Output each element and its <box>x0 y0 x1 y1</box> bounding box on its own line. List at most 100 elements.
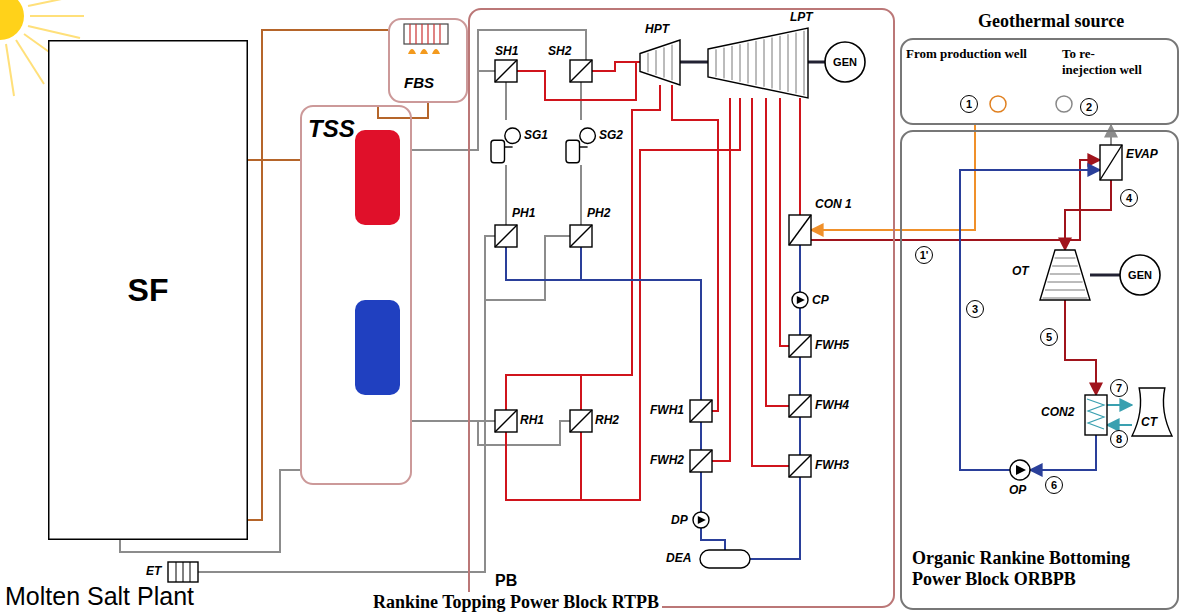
well-label: From production well <box>906 46 1027 62</box>
component-label: DP <box>671 513 688 527</box>
state-number: 8 <box>1110 430 1128 448</box>
thermal-storage: TSS <box>300 105 412 485</box>
pipe <box>799 98 801 215</box>
preheater-outline <box>570 225 592 247</box>
exchanger-diagonal <box>570 60 592 82</box>
panel-outline <box>389 19 467 102</box>
exchanger-diagonal <box>570 410 592 432</box>
superheater: SH2 <box>570 60 592 82</box>
pipe <box>592 62 640 71</box>
exchanger-body <box>690 450 712 472</box>
pipe <box>412 421 570 445</box>
evaporator: EVAP <box>1100 145 1122 180</box>
exchanger-diagonal <box>690 450 712 472</box>
turbine-blade <box>732 46 733 80</box>
generator: GEN <box>825 42 865 82</box>
exchanger-body <box>570 410 592 432</box>
pipe <box>799 417 801 455</box>
feedwater-heater-outline <box>789 335 811 357</box>
exchanger-diagonal <box>789 455 811 477</box>
reheater: RH1 <box>495 410 517 432</box>
sun-ray <box>6 44 14 96</box>
steam-generator: SG1 <box>491 120 521 165</box>
solar-field: SF <box>48 40 248 540</box>
turbine-body <box>1040 250 1090 300</box>
hp-turbine: HPT <box>640 40 680 85</box>
orc-turbine: OT <box>1040 250 1090 300</box>
node-title: SF <box>48 40 248 540</box>
pump-outline <box>693 512 709 528</box>
turbine-blade <box>804 31 805 95</box>
node-title: GEN <box>1120 255 1160 295</box>
exchanger-body <box>495 60 517 82</box>
state-number: 7 <box>1110 379 1128 397</box>
pipe <box>1110 125 1112 145</box>
generator-symbol <box>825 42 865 82</box>
turbine-blade <box>756 41 757 85</box>
steam-generator: SG2 <box>566 120 596 165</box>
lp-turbine-outline <box>708 28 808 98</box>
turbine-blade <box>780 36 781 90</box>
turbine-blade <box>748 43 749 84</box>
node-title: TSS <box>308 115 355 143</box>
turbine-blade <box>1055 258 1076 259</box>
turbine-blade <box>740 44 741 81</box>
deaerator-body <box>700 550 750 568</box>
pipe <box>701 528 725 550</box>
component-label: SG2 <box>599 128 623 142</box>
power-block: PBRankine Topping Power Block RTPBSH1SH2… <box>468 8 895 608</box>
thermal-storage-outline <box>300 105 412 485</box>
feedwater-heater: FWH5 <box>789 335 811 357</box>
component-label: RH2 <box>595 413 619 427</box>
component-label: OP <box>1009 483 1026 497</box>
pipe <box>799 245 801 292</box>
feedwater-heater: FWH4 <box>789 395 811 417</box>
component-label: FWH3 <box>815 458 849 472</box>
exchanger-diagonal <box>789 335 811 357</box>
exchanger-body <box>570 225 592 247</box>
pump-arrow <box>1016 465 1026 475</box>
state-number: 1 <box>960 95 978 113</box>
expansion-tank: ET <box>168 562 198 582</box>
state-number: 6 <box>1045 476 1063 494</box>
pipe <box>766 98 789 406</box>
turbine-blade <box>788 34 789 92</box>
production-wellhead <box>990 96 1006 112</box>
state-number: 3 <box>966 300 984 318</box>
pipe <box>1065 180 1111 250</box>
node-title: FBS <box>404 74 434 91</box>
sun-ray <box>28 26 80 38</box>
drum-pipe <box>505 146 513 147</box>
component-label: FWH2 <box>650 453 684 467</box>
well-label: To re-inejection well <box>1062 46 1148 77</box>
exchanger-body <box>789 455 811 477</box>
pipe <box>248 30 388 520</box>
preheater-outline <box>495 225 517 247</box>
pipe <box>811 160 1100 240</box>
pipe <box>505 165 507 225</box>
pump-outline <box>1010 460 1030 480</box>
feedwater-heater-outline <box>690 450 712 472</box>
turbine-blade <box>772 38 773 89</box>
hot-tank <box>355 130 400 225</box>
component-label: PH1 <box>512 206 535 220</box>
component-label: RH1 <box>520 413 544 427</box>
node-title: Organic Rankine Bottoming Power Block OR… <box>912 548 1167 590</box>
drum-pipe <box>580 146 588 147</box>
fossil-backup-system: FBS <box>388 18 468 103</box>
reheater: RH2 <box>570 410 592 432</box>
exchanger-diagonal <box>570 225 592 247</box>
pump-body <box>1010 460 1030 480</box>
turbine-blade <box>672 45 673 81</box>
component-label: FWH1 <box>650 403 684 417</box>
panel-outline <box>469 9 894 607</box>
tank-body <box>168 562 198 582</box>
condenser-outline <box>1085 395 1107 435</box>
pump-body <box>693 512 709 528</box>
component-label: ET <box>146 564 161 578</box>
turbine-blade <box>1047 282 1082 283</box>
turbine-blade <box>724 48 725 79</box>
feedwater-heater: FWH1 <box>690 400 712 422</box>
pipe <box>248 159 300 161</box>
hp-turbine-outline <box>640 40 680 85</box>
